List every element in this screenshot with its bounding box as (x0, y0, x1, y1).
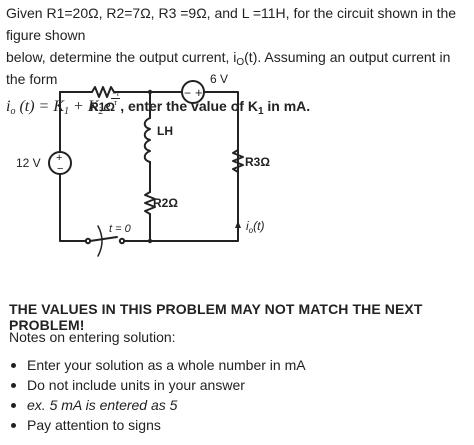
question-line-2-a: below, determine the output current, i (6, 49, 237, 65)
formula-plus: + K (69, 98, 99, 115)
r3-label: R3Ω (245, 155, 270, 169)
fraction-numerator: −t (110, 89, 121, 99)
source-6v-label: 6 V (210, 72, 228, 86)
source-12v-minus: − (57, 163, 63, 175)
switch-arm-icon (89, 236, 118, 242)
formula-i: i (6, 98, 11, 115)
current-label: io(t) (246, 219, 264, 235)
formula-k2-subscript: 2 (98, 106, 104, 117)
resistor-r2-icon (144, 191, 156, 215)
wire-top-right (203, 91, 239, 217)
output-current-subscript: O (236, 57, 245, 68)
formula-i-subscript: o (10, 106, 16, 117)
inductor-l-icon (143, 117, 151, 163)
note-item: Enter your solution as a whole number in… (9, 355, 306, 375)
resistor-r3-icon (232, 149, 244, 173)
formula-mid: (t) = K (15, 98, 65, 115)
question-line-2: below, determine the output current, iO(… (6, 46, 470, 90)
source-6v-minus: − (184, 86, 191, 100)
formula-e: e (103, 98, 111, 115)
fraction-denominator: τ (113, 98, 117, 107)
instruction-b: in mA. (263, 98, 311, 114)
node-top (147, 89, 153, 95)
question-text: Given R1=20Ω, R2=7Ω, R3 =9Ω, and L =11H,… (6, 2, 470, 118)
r2-label: R2Ω (153, 196, 178, 210)
current-label-i: i (246, 219, 249, 233)
wire-bottom (123, 215, 239, 242)
current-label-sub: o (249, 226, 254, 235)
source-12v-plus: + (56, 152, 62, 164)
source-12v-label: 12 V (16, 156, 41, 170)
question-line-2-b: (t). Assuming an output current in the f… (6, 49, 451, 87)
instruction-subscript: 1 (257, 106, 264, 117)
inductor-label: LH (157, 124, 173, 138)
instruction-a: , enter the value of K (120, 98, 258, 114)
question-line-1: Given R1=20Ω, R2=7Ω, R3 =9Ω, and L =11H,… (6, 5, 457, 43)
node-bottom (147, 238, 153, 244)
current-label-paren: (t) (253, 219, 264, 233)
source-6v-plus: + (195, 85, 203, 100)
notes-list: Enter your solution as a whole number in… (9, 355, 306, 435)
note-item: Pay attention to signs (9, 415, 306, 435)
note-item: Do not include units in your answer (9, 375, 306, 395)
formula-k1-subscript: 1 (64, 106, 70, 117)
warning-text: THE VALUES IN THIS PROBLEM MAY NOT MATCH… (9, 301, 423, 333)
switch-label: t = 0 (109, 223, 132, 235)
current-arrow-icon (235, 221, 241, 228)
switch-action-arrow-icon (97, 225, 103, 257)
notes-title: Notes on entering solution: (9, 329, 176, 345)
resistor-r1-icon (91, 86, 115, 98)
r1-label: R1Ω (90, 100, 115, 114)
circuit-diagram: − + + − R1Ω LH R2Ω R3Ω 12 V 6 V t = 0 io… (16, 72, 270, 257)
wire-left-lower (59, 173, 87, 242)
note-item: ex. 5 mA is entered as 5 (9, 395, 306, 415)
